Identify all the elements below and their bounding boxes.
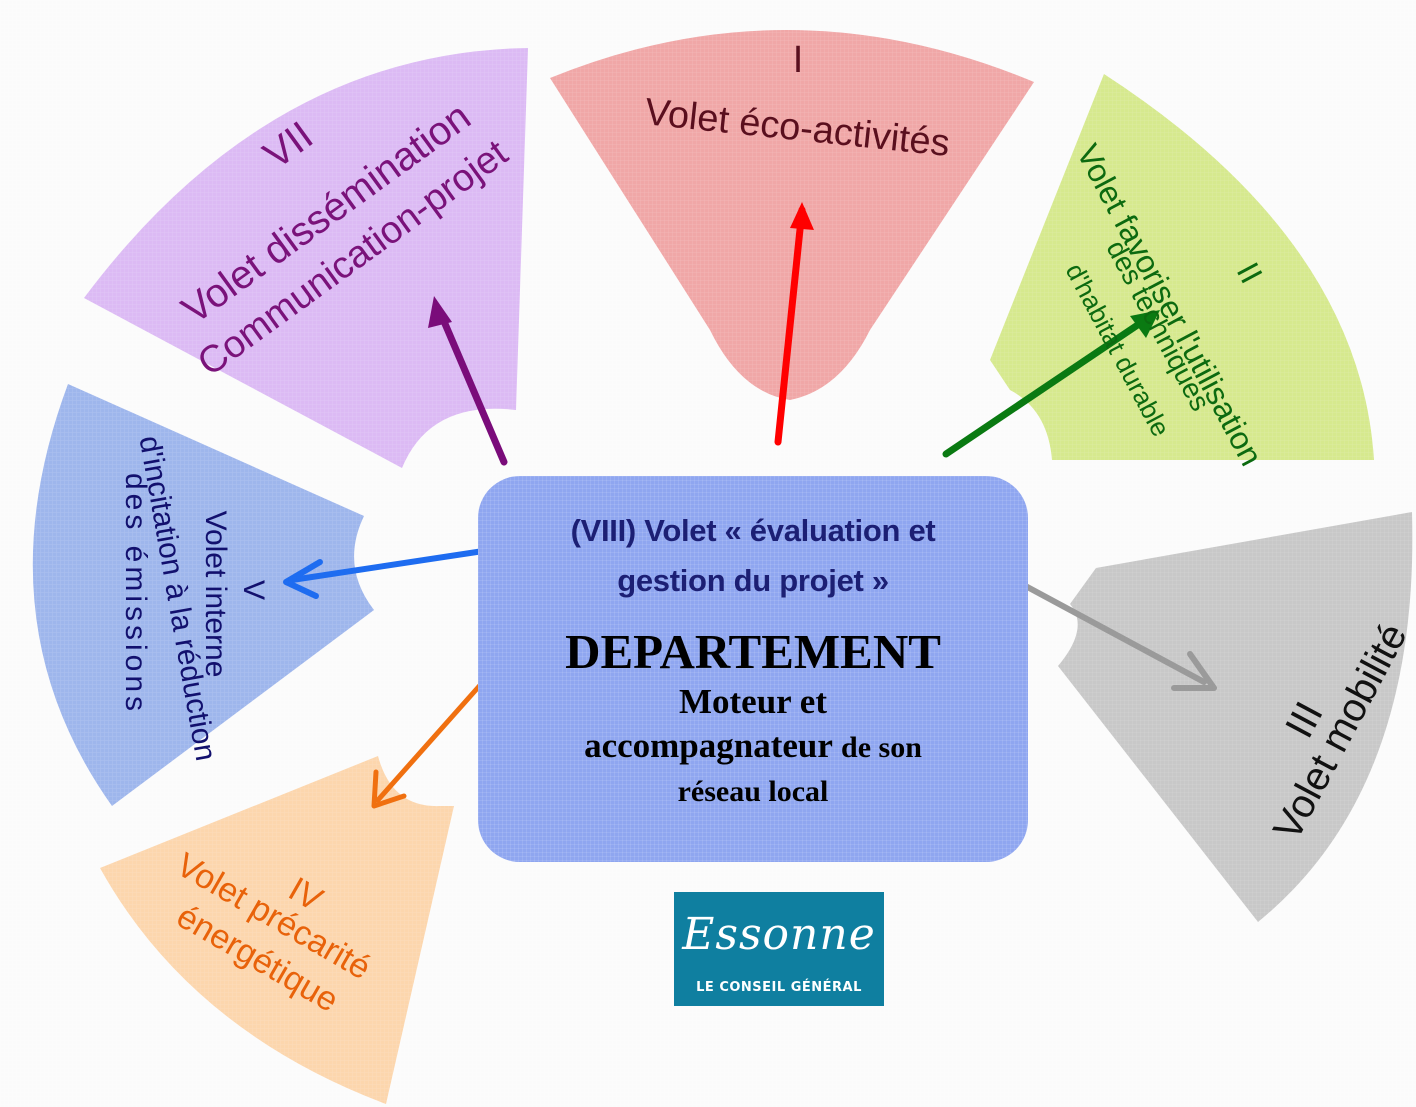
center-sub-line-1: Moteur et: [678, 682, 828, 721]
arrow-to-segment-II: [942, 314, 1152, 458]
arrowhead-IV: [371, 769, 407, 809]
center-sub-line-2: accompagnateur de son: [478, 724, 1028, 770]
arrowhead-III: [1171, 651, 1217, 691]
arrow-to-segment-I: [774, 206, 806, 446]
center-sub-de-son: de son: [841, 731, 922, 764]
center-title: DEPARTEMENT: [565, 624, 941, 679]
arrow-to-segment-VII: [436, 308, 508, 466]
segment-V-numeral: V: [237, 580, 270, 600]
center-sub-line-3: réseau local: [677, 775, 829, 808]
arrowhead-I: [790, 202, 814, 230]
arrowhead-V: [283, 559, 323, 599]
arrow-to-segment-V: [289, 547, 493, 583]
segment-I-eco-activites: [550, 29, 1034, 400]
segment-V-label-1: Volet interne: [199, 511, 232, 678]
center-heading-line-2: gestion du projet »: [617, 563, 889, 598]
segment-V-label-3: des émissions: [119, 473, 152, 715]
center-box-departement: (VIII) Volet « évaluation et gestion du …: [478, 476, 1028, 862]
center-heading-line-1: (VIII) Volet « évaluation et: [570, 513, 936, 548]
arrowhead-VII: [428, 296, 452, 328]
logo-caption: LE CONSEIL GÉNÉRAL: [696, 980, 862, 995]
center-sub-accompagnateur: accompagnateur: [584, 726, 833, 765]
segment-I-numeral: I: [793, 39, 804, 81]
essonne-logo: Essonne LE CONSEIL GÉNÉRAL: [674, 892, 884, 1006]
logo-script-text: Essonne: [682, 909, 876, 960]
arrowhead-II: [1130, 310, 1160, 338]
center-heading: (VIII) Volet « évaluation et gestion du …: [478, 506, 1028, 606]
